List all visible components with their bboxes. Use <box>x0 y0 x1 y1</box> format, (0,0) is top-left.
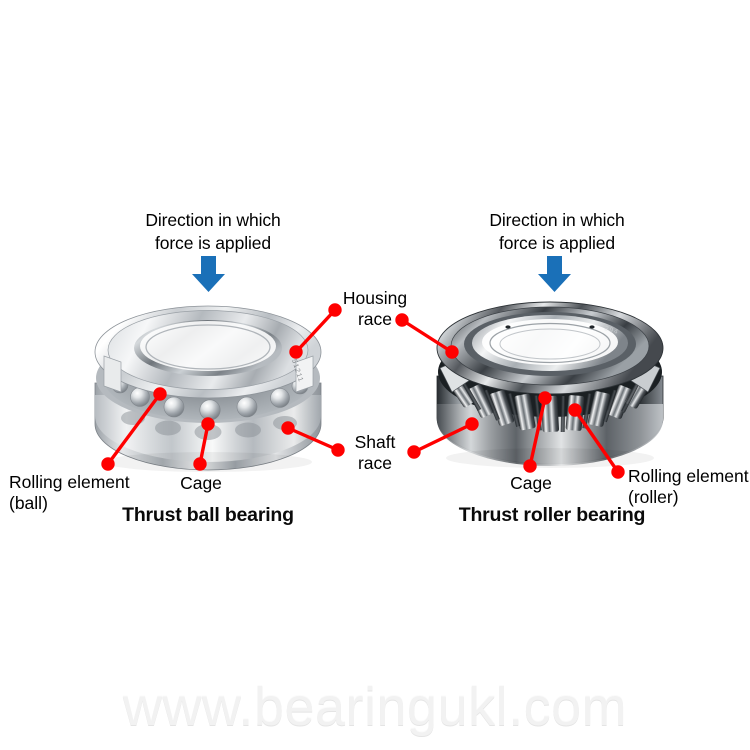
force-direction-label-left: Direction in which force is applied <box>145 210 281 254</box>
leader-housing-race-right <box>395 313 459 359</box>
leader-shaft-race-right <box>407 417 479 459</box>
leader-cage-right <box>523 391 552 473</box>
leader-rolling-element-left <box>101 387 167 471</box>
callout-cage-right: Cage <box>510 473 552 493</box>
callout-rolling-element-roller: Rolling element (roller) <box>628 466 749 508</box>
force-direction-label-right: Direction in which force is applied <box>489 210 625 254</box>
leader-cage-left <box>193 417 215 471</box>
down-arrow-icon-right <box>538 256 571 292</box>
callout-cage-left: Cage <box>180 473 222 493</box>
leader-housing-race-left <box>289 303 342 359</box>
thrust-ball-bearing-art: 51211 <box>94 305 322 472</box>
leader-rolling-element-right <box>568 403 625 479</box>
bearing-marking: 294 <box>603 325 619 336</box>
svg-text:294: 294 <box>603 325 619 336</box>
leader-shaft-race-left <box>281 421 345 457</box>
callout-shaft-race: Shaft race <box>354 432 396 474</box>
rolling-elements-rollers <box>448 376 651 433</box>
down-arrow-icon-left <box>192 256 225 292</box>
figure-title-thrust-roller-bearing: Thrust roller bearing <box>458 504 646 526</box>
callout-housing-race: Housing race <box>342 288 408 330</box>
figure-title-thrust-ball-bearing: Thrust ball bearing <box>122 504 294 526</box>
callout-rolling-element-ball: Rolling element (ball) <box>9 472 130 514</box>
site-watermark: www.bearingukl.com <box>122 677 628 737</box>
thrust-roller-bearing-art: 294 <box>436 301 664 468</box>
rolling-elements-balls <box>111 376 309 421</box>
